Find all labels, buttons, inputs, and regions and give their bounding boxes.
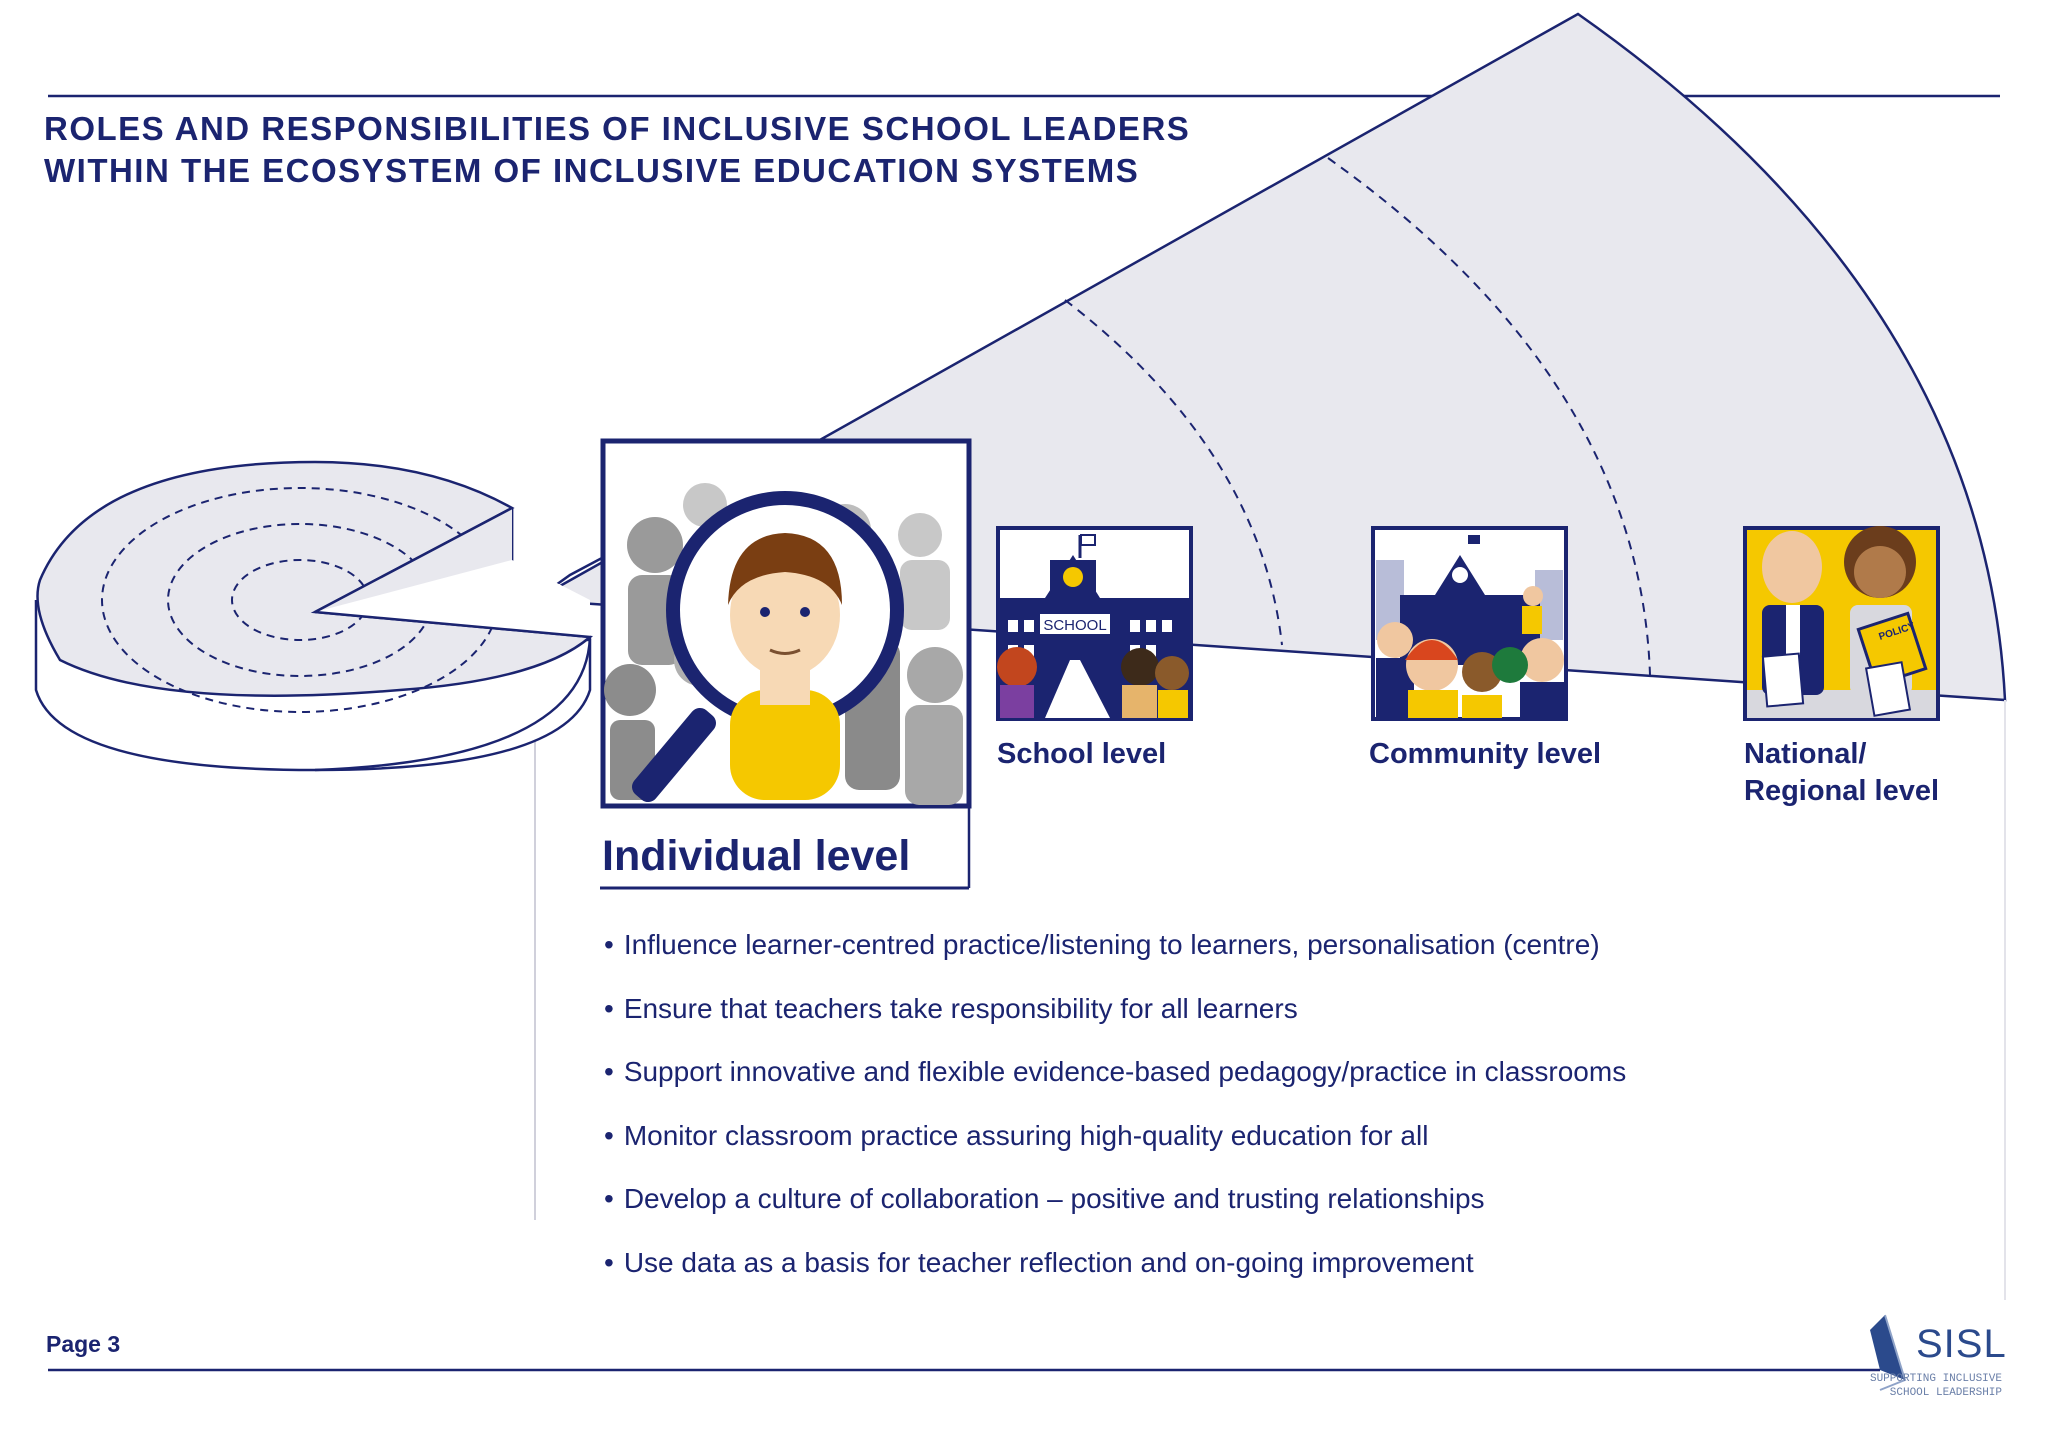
small-pie: [34, 460, 594, 772]
list-item: Influence learner-centred practice/liste…: [604, 920, 1626, 984]
sisl-logo: SISL: [1916, 1322, 2007, 1366]
list-item: Monitor classroom practice assuring high…: [604, 1111, 1626, 1175]
school-sign: SCHOOL: [1043, 617, 1106, 634]
national-level-line-1: National/: [1744, 738, 1867, 770]
sector-arc-community: [1327, 157, 1651, 676]
title-line-2: WITHIN THE ECOSYSTEM OF INCLUSIVE EDUCAT…: [44, 152, 1140, 189]
national-illustration: POLICY: [1743, 526, 1940, 721]
sisl-logo-subtitle: SUPPORTING INCLUSIVE SCHOOL LEADERSHIP: [1862, 1372, 2002, 1400]
logo-sub-line-2: SCHOOL LEADERSHIP: [1889, 1387, 2002, 1399]
list-item: Use data as a basis for teacher reflecti…: [604, 1238, 1626, 1302]
school-level-label: School level: [997, 738, 1167, 770]
title-line-1: ROLES AND RESPONSIBILITIES OF INCLUSIVE …: [44, 110, 1191, 147]
list-item: Support innovative and flexible evidence…: [604, 1047, 1626, 1111]
page-title: ROLES AND RESPONSIBILITIES OF INCLUSIVE …: [44, 108, 1190, 192]
national-level-line-2: Regional level: [1744, 775, 1940, 807]
list-item: Develop a culture of collaboration – pos…: [604, 1174, 1626, 1238]
responsibility-list: Influence learner-centred practice/liste…: [604, 920, 1626, 1301]
community-illustration: [1371, 526, 1568, 721]
sisl-logo-mark: [1870, 1314, 1907, 1391]
school-illustration: SCHOOL: [996, 526, 1193, 721]
sector-arc-school: [1064, 299, 1283, 646]
individual-level-heading: Individual level: [602, 832, 911, 880]
national-level-label: National/ Regional level: [1744, 736, 1939, 810]
logo-sub-line-1: SUPPORTING INCLUSIVE: [1869, 1373, 2002, 1385]
list-item: Ensure that teachers take responsibility…: [604, 984, 1626, 1048]
page-number: Page 3: [46, 1331, 121, 1357]
individual-illustration: [600, 438, 972, 809]
community-level-label: Community level: [1369, 738, 1602, 770]
